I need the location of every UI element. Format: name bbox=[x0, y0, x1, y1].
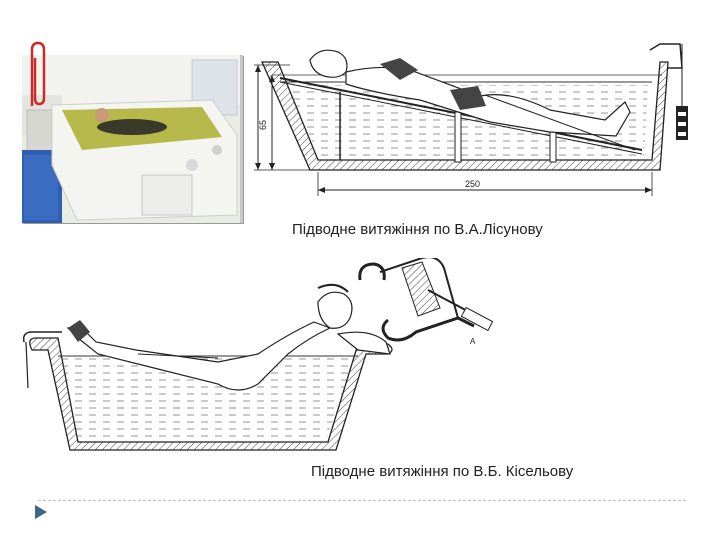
dimension-height-inner: 65 bbox=[258, 120, 268, 130]
paperclip-icon bbox=[24, 40, 50, 110]
apparatus-part-label: A bbox=[470, 337, 476, 346]
slide-separator bbox=[38, 500, 686, 501]
dimension-height-outer: 80 bbox=[250, 116, 252, 126]
caption-kiselyova: Підводне витяжіння по В.Б. Кісельову bbox=[311, 463, 574, 480]
kiselyova-bath-diagram: A bbox=[18, 256, 524, 453]
dimension-length: 250 bbox=[465, 179, 480, 189]
triangle-bullet-icon bbox=[34, 504, 48, 520]
bath-photo-drawing bbox=[22, 55, 240, 223]
bath-photo bbox=[22, 55, 243, 223]
caption-lisunov: Підводне витяжіння по В.А.Лісунову bbox=[292, 221, 543, 238]
lisunov-bath-diagram: 80 65 bbox=[242, 40, 710, 218]
